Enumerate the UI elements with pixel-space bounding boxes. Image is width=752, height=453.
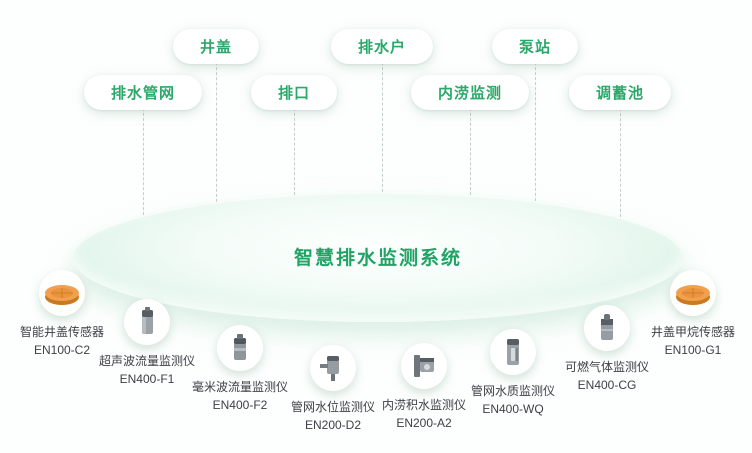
tag-label: 排水户 [357,39,407,56]
device-model: EN400-CG [577,378,637,392]
device-water-quality-monitor: 管网水质监测仪 EN400-WQ [447,329,579,416]
device-model: EN400-F2 [212,398,268,412]
device-name: 超声波流量监测仪 [98,354,195,368]
device-mmwave-flow-monitor: 毫米波流量监测仪 EN400-F2 [174,325,306,412]
device-ultrasonic-flow-monitor: 超声波流量监测仪 EN400-F1 [81,299,213,386]
tag-label: 泵站 [518,39,552,56]
water-quality-sensor-icon [507,339,519,365]
device-name: 毫米波流量监测仪 [191,380,288,394]
device-icon-wrap [490,329,536,375]
device-name: 管网水位监测仪 [290,400,375,414]
device-icon-wrap [310,345,356,391]
device-waterlogging-monitor: 内涝积水监测仪 EN200-A2 [358,343,490,430]
device-manhole-methane-sensor: 井盖甲烷传感器 EN100-G1 [627,270,752,357]
tag-drainage-user: 排水户 [330,29,434,64]
tag-regulation-tank: 调蓄池 [568,75,672,110]
device-icon-wrap [124,299,170,345]
device-icon-wrap [39,270,85,316]
device-name: 内涝积水监测仪 [381,398,466,412]
tag-manhole-cover: 井盖 [172,29,260,64]
device-water-level-monitor: 管网水位监测仪 EN200-D2 [267,345,399,432]
connector-line-pump-station [535,57,536,206]
tag-label: 井盖 [199,39,233,56]
device-model: EN100-C2 [33,343,91,357]
device-model: EN200-D2 [304,418,362,432]
manhole-cover-icon [45,285,79,305]
mmwave-flow-sensor-icon [234,334,246,360]
tag-label: 排水管网 [110,85,176,102]
device-name: 智能井盖传感器 [19,325,104,339]
tag-outfall: 排口 [250,75,338,110]
waterlogging-sensor-icon [414,355,434,377]
manhole-cover-icon [676,285,710,305]
platform-ellipse [73,194,683,322]
tag-label: 调蓄池 [595,85,645,102]
connector-line-outfall [294,103,295,200]
device-icon-wrap [670,270,716,316]
ultrasonic-flow-sensor-icon [142,307,153,334]
device-icon-wrap [401,343,447,389]
device-smart-manhole-sensor: 智能井盖传感器 EN100-C2 [0,270,128,357]
connector-line-drainage-user [382,57,383,197]
connector-line-waterlogging [470,103,471,200]
device-model: EN100-G1 [664,343,722,357]
tag-label: 内涝监测 [437,85,503,102]
device-name: 可燃气体监测仪 [564,360,649,374]
gas-sensor-icon [601,314,613,340]
tag-pump-station: 泵站 [491,29,579,64]
device-gas-monitor: 可燃气体监测仪 EN400-CG [541,305,673,392]
connector-line-regulation-tank [620,103,621,222]
connector-line-manhole [216,57,217,207]
tag-label: 排口 [277,85,311,102]
tag-drainage-network: 排水管网 [83,75,203,110]
tag-waterlogging-monitoring: 内涝监测 [410,75,530,110]
device-icon-wrap [584,305,630,351]
device-name: 井盖甲烷传感器 [650,325,735,339]
device-model: EN400-F1 [119,372,175,386]
device-name: 管网水质监测仪 [470,384,555,398]
water-level-sensor-icon [320,356,339,381]
connector-line-drainage-network [143,103,144,220]
device-icon-wrap [217,325,263,371]
device-model: EN400-WQ [482,402,544,416]
device-model: EN200-A2 [396,416,452,430]
system-title: 智慧排水监测系统 [293,248,463,269]
